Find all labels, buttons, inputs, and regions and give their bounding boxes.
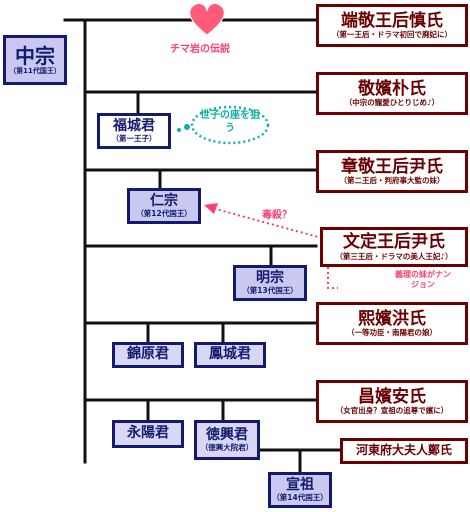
- node-bongseong: 鳳城君: [194, 342, 266, 368]
- node-injong: 仁宗 （第12代国王）: [127, 188, 201, 224]
- node-sub: （第14代国王）: [272, 493, 328, 503]
- node-sub: （一等功臣・南陽君の娘）: [347, 328, 437, 338]
- node-name: 昌嬪安氏: [358, 386, 426, 407]
- node-name: 永陽君: [127, 425, 169, 442]
- node-name: 徳興君: [206, 426, 248, 443]
- node-sub: （第12代国王）: [136, 209, 192, 219]
- node-name: 明宗: [256, 269, 284, 286]
- node-consort-an: 昌嬪安氏 （女官出身？宣祖の追尊で嬪に）: [316, 380, 468, 423]
- node-queen-janggyeong: 章敬王后尹氏 （第二王后・判府事大監の妹）: [316, 150, 468, 193]
- annotation-stepsister: 義理の妹がナンジョン: [395, 270, 451, 290]
- node-myeongjong: 明宗 （第13代国王）: [233, 265, 307, 301]
- node-name: 錦原君: [127, 346, 169, 363]
- node-sub: （中宗の寵愛ひとりじめ♪）: [344, 98, 440, 108]
- node-sub: （徳興大院君）: [200, 443, 254, 453]
- annotation-chima-rock: チマ岩の伝説: [170, 44, 230, 55]
- node-sub: （第13代国王）: [242, 286, 298, 296]
- node-name: 鳳城君: [209, 346, 251, 363]
- node-geumwon: 錦原君: [112, 342, 184, 368]
- annotation-poisoning: 毒殺？: [262, 210, 292, 221]
- node-name: 中宗: [15, 43, 55, 68]
- node-sub: （第11代国王）: [9, 66, 61, 75]
- node-name: 敬嬪朴氏: [358, 78, 426, 99]
- node-jungjong: 中宗 （第11代国王）: [3, 35, 67, 85]
- node-yeongyang: 永陽君: [112, 420, 184, 448]
- node-name: 福城君: [113, 117, 155, 134]
- node-sub: （第三王后・ドラマの美人王妃♪）: [335, 251, 453, 261]
- annotation-target-throne: 世子の座を狙う: [200, 110, 260, 134]
- node-sub: （第二王后・判府事大監の妹）: [339, 176, 445, 186]
- node-name: 章敬王后尹氏: [341, 156, 443, 177]
- node-queen-dangyeong: 端敬王后慎氏 （第一王后・ドラマ初回で廃妃に）: [316, 4, 468, 47]
- node-boksong: 福城君 （第一王子）: [97, 113, 171, 149]
- node-name: 河東府大夫人鄭氏: [355, 443, 452, 458]
- node-sub: （第一王后・ドラマ初回で廃妃に）: [332, 30, 452, 40]
- node-deokheung: 徳興君 （徳興大院君）: [194, 420, 260, 460]
- node-name: 文定王后尹氏: [343, 232, 445, 253]
- node-name: 宣祖: [286, 476, 314, 493]
- node-name: 端敬王后慎氏: [341, 10, 443, 31]
- node-name: 熙嬪洪氏: [358, 308, 426, 329]
- heart-icon: [189, 3, 225, 36]
- node-queen-munjeong: 文定王后尹氏 （第三王后・ドラマの美人王妃♪）: [320, 227, 468, 267]
- node-seonjo: 宣祖 （第14代国王）: [268, 472, 332, 508]
- node-consort-park: 敬嬪朴氏 （中宗の寵愛ひとりじめ♪）: [316, 72, 468, 115]
- node-consort-hong: 熙嬪洪氏 （一等功臣・南陽君の娘）: [316, 302, 468, 345]
- node-sub: （女官出身？宣祖の追尊で嬪に）: [335, 406, 449, 416]
- node-sub: （第一王子）: [111, 134, 157, 144]
- node-name: 仁宗: [150, 192, 178, 209]
- node-lady-jeong: 河東府大夫人鄭氏: [340, 438, 468, 464]
